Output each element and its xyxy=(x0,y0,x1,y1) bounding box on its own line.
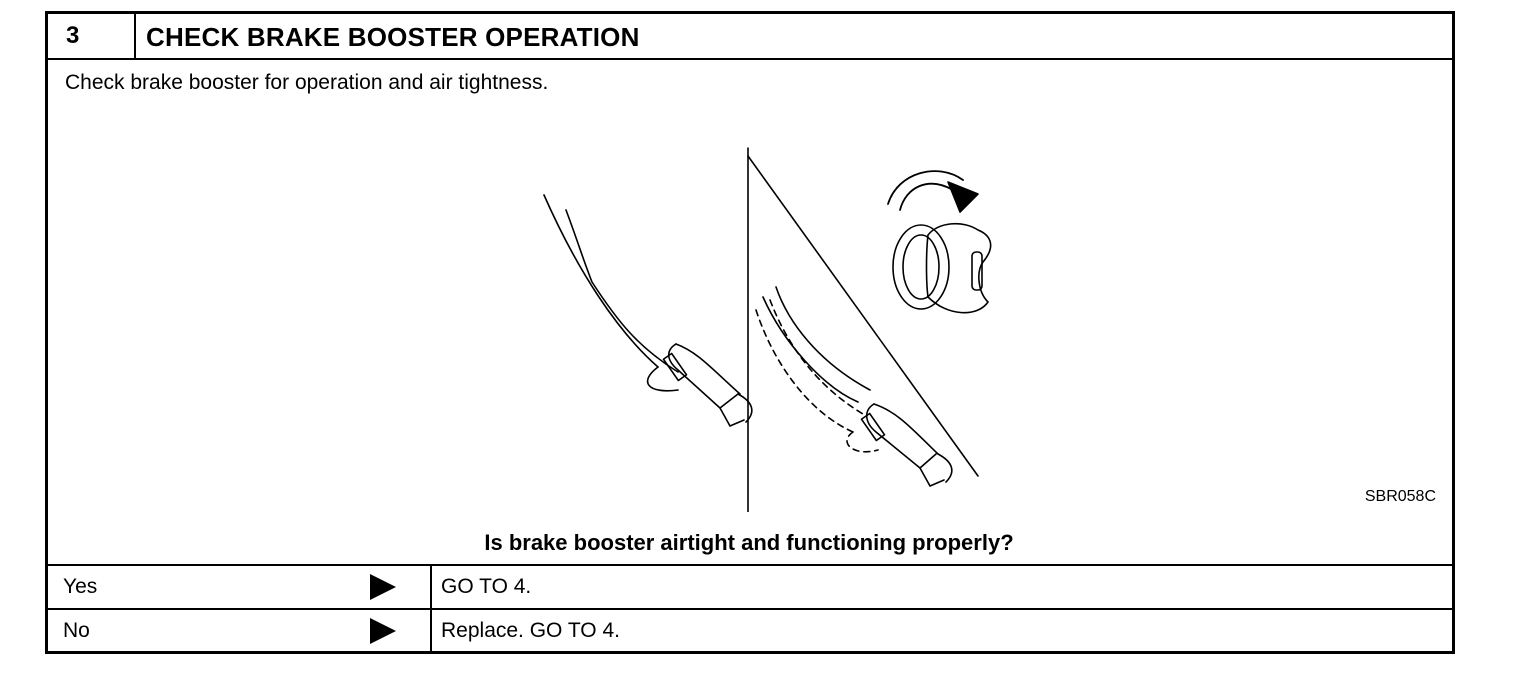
figure-code: SBR058C xyxy=(1364,488,1436,505)
answer-label: No xyxy=(63,619,90,642)
step-number: 3 xyxy=(48,14,136,58)
answer-row-yes: Yes GO TO 4. xyxy=(48,564,1452,608)
leg-pressing-pedal xyxy=(543,194,753,427)
brake-booster-illustration xyxy=(543,147,992,512)
diagnostic-question: Is brake booster airtight and functionin… xyxy=(48,530,1452,556)
dashboard-edge xyxy=(747,155,979,477)
answer-label: Yes xyxy=(63,575,98,598)
answer-row-no: No Replace. GO TO 4. xyxy=(48,608,1452,652)
step-header: 3 CHECK BRAKE BOOSTER OPERATION xyxy=(48,14,1452,60)
diagnostic-step-table: 3 CHECK BRAKE BOOSTER OPERATION Check br… xyxy=(45,11,1455,654)
right-arrow-icon xyxy=(370,574,396,600)
leg-pedal-dashed-positions xyxy=(755,286,953,487)
answer-result: Replace. GO TO 4. xyxy=(430,610,1441,652)
answer-result: GO TO 4. xyxy=(430,566,1441,608)
question-text: Is brake booster airtight and functionin… xyxy=(484,530,1014,555)
step-instruction: Check brake booster for operation and ai… xyxy=(65,71,549,94)
step-title: CHECK BRAKE BOOSTER OPERATION xyxy=(146,22,640,52)
rotation-arrow-icon xyxy=(887,170,979,213)
ignition-key xyxy=(892,222,992,314)
right-arrow-icon xyxy=(370,618,396,644)
